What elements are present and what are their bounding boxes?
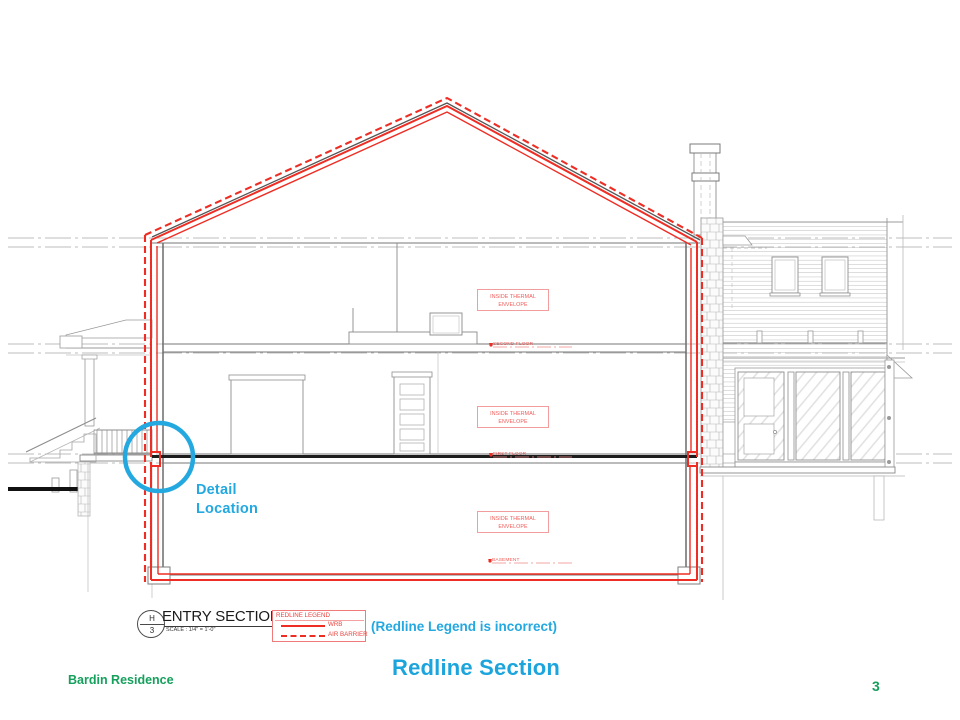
detail-location-circle [122, 420, 196, 494]
thermal-envelope-callout-first-floor: INSIDE THERMAL ENVELOPE [477, 406, 549, 428]
bubble-divider [140, 624, 164, 625]
page-number: 3 [872, 678, 880, 694]
level-marker-basement: BASEMENT [492, 558, 520, 563]
first-floor-interior [228, 352, 439, 455]
title-underline [164, 626, 275, 627]
level-marker-second-floor: SECOND FLOOR [493, 342, 534, 347]
level-marker-first-floor: FIRST FLOOR [493, 452, 527, 457]
porch-post-right [884, 359, 895, 469]
section-reference-bubble: H 3 [137, 610, 165, 638]
paneled-door [391, 371, 433, 455]
footings [147, 566, 701, 585]
section-scale: SCALE : 1/4" = 1'-0" [166, 627, 216, 633]
porch-column [84, 357, 95, 427]
stone-veneer [700, 217, 724, 469]
section-letter: H [149, 614, 155, 623]
legend-entry-wrb: WRB [276, 621, 364, 631]
right-wing-elevation [689, 143, 914, 600]
first-floor-slab [152, 455, 697, 458]
legend-label-wrb: WRB [328, 621, 343, 628]
wall-brackets [756, 330, 864, 344]
section-title: ENTRY SECTION [162, 608, 281, 625]
wing-upper-windows [769, 256, 851, 297]
level-tick-markers [488, 343, 493, 563]
legend-label-air-barrier: AIR BARRIER [328, 631, 368, 638]
redline-wrb [150, 104, 698, 581]
section-sheet-number: 3 [149, 626, 155, 635]
thermal-envelope-callout-basement: INSIDE THERMAL ENVELOPE [477, 511, 549, 533]
level-marker-lines [492, 346, 572, 564]
porch-stairs [25, 417, 101, 493]
redline-wrb-inner [156, 111, 692, 575]
legend-entry-air-barrier: AIR BARRIER [276, 631, 368, 641]
redline-legend-box: REDLINE LEGEND WRB AIR BARRIER [272, 610, 368, 642]
thermal-envelope-callout-attic: INSIDE THERMAL ENVELOPE [477, 289, 549, 311]
redline-air-barrier [143, 96, 704, 582]
drawing-title-block: H 3 ENTRY SECTION SCALE : 1/4" = 1'-0" [137, 606, 281, 642]
slide-title: Redline Section [392, 655, 561, 680]
chimney [689, 143, 721, 236]
legend-incorrect-note: (Redline Legend is incorrect) [371, 619, 558, 634]
grade-line [8, 487, 86, 491]
project-name: Bardin Residence [68, 673, 174, 687]
legend-swatch-dashed-line [281, 635, 325, 637]
redline-legend-title: REDLINE LEGEND [276, 612, 330, 619]
porch-railing [93, 429, 153, 455]
detail-location-label: Detail Location [196, 482, 259, 517]
legend-swatch-solid-line [281, 625, 325, 627]
left-porch [8, 319, 153, 598]
entry-door-assembly [734, 367, 888, 468]
legend-title-underline [275, 620, 364, 621]
second-floor-interior [348, 243, 478, 345]
main-house-structure [151, 102, 701, 583]
